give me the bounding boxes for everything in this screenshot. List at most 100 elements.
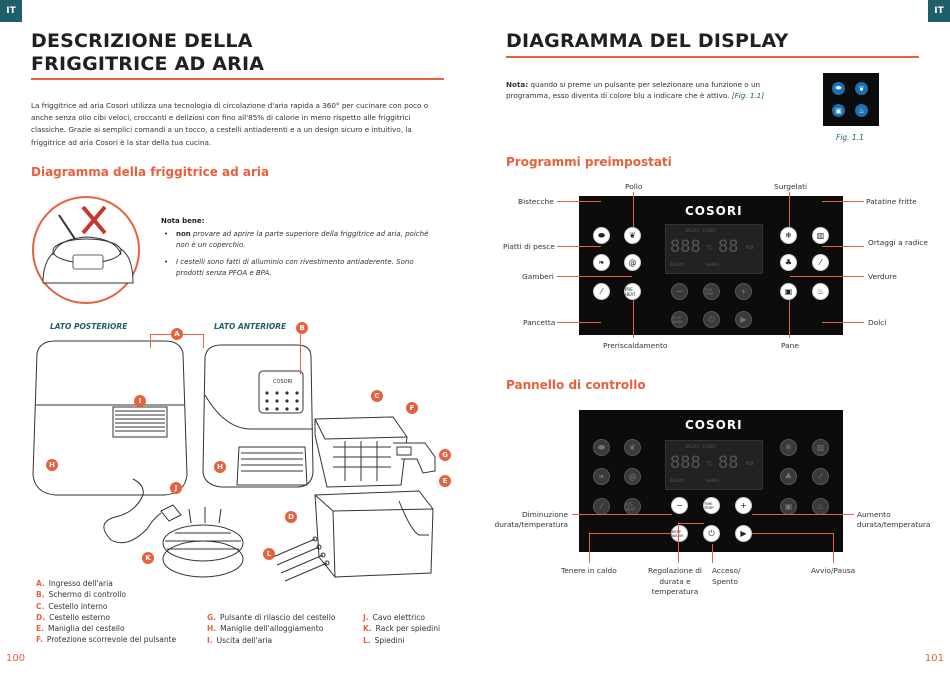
keep-warm-button-dim: KEEP WARM [671, 311, 688, 328]
leader-b [300, 334, 301, 374]
lcd-digits-right: 88 [718, 237, 739, 257]
lcd-delay-start: DELAY START [686, 229, 716, 234]
time-temp-button[interactable]: TIME TEMP [703, 497, 720, 514]
play-pause-button[interactable]: ▶ [735, 525, 752, 542]
legend-item: G.Pulsante di rilascio del cestello [207, 613, 336, 622]
leader-avvio-v [833, 533, 834, 563]
lcd-delay-start: DELAY START [686, 445, 716, 450]
legend-item: I.Uscita dell'aria [207, 635, 273, 645]
bread-button[interactable]: ▣ [780, 283, 797, 300]
label-dolci: Dolci [868, 318, 887, 327]
fries-button-dim: ▥ [812, 439, 829, 456]
vegetables-button-dim: ♣ [780, 468, 797, 485]
minus-button[interactable]: − [671, 497, 688, 514]
legend-column-2: G.Pulsante di rilascio del cestello H.Ma… [207, 612, 335, 646]
label-back-side: LATO POSTERIORE [50, 322, 128, 331]
leader-diminuzione [572, 514, 672, 515]
left-page-title: DESCRIZIONE DELLA FRIGGITRICE AD ARIA [31, 30, 264, 76]
callout-f: F [406, 402, 418, 414]
label-regolazione: Regolazione di durata e temperatura [648, 566, 702, 596]
minus-button-dim: − [671, 283, 688, 300]
title-rule-left [31, 78, 444, 80]
leader-dolci [822, 322, 864, 323]
lcd-unit-celsius: °C [706, 245, 713, 251]
label-surgelati: Surgelati [774, 182, 808, 191]
leader-tenere-v [589, 533, 590, 563]
note-item-2-text: I cestelli sono fatti di alluminio con r… [176, 258, 414, 277]
label-pesce: Piatti di pesce [503, 242, 555, 251]
bacon-button[interactable]: ⁄ [593, 283, 610, 300]
dessert-button-dim: ♨ [812, 498, 829, 515]
callout-a: A [171, 328, 183, 340]
leader-verdure [790, 276, 864, 277]
legend-item: L.Spiedini [363, 635, 405, 645]
control-panel-brand: COSORI [685, 418, 743, 432]
dessert-button[interactable]: ♨ [812, 283, 829, 300]
lcd-shake: SHAKE [706, 479, 720, 484]
steak-button-dim: ⬬ [593, 439, 610, 456]
label-pollo: Pollo [625, 182, 643, 191]
steak-button[interactable]: ⬬ [593, 227, 610, 244]
title-line-2: FRIGGITRICE AD ARIA [31, 53, 265, 75]
plus-button[interactable]: + [735, 497, 752, 514]
note-item-2: • I cestelli sono fatti di alluminio con… [164, 257, 439, 279]
note-item-1-text: provare ad aprire la parte superiore del… [176, 230, 429, 249]
label-bistecche: Bistecche [518, 197, 554, 206]
label-pancetta: Pancetta [523, 318, 556, 327]
bacon-button-dim: ⁄ [593, 498, 610, 515]
leader-preriscaldamento [633, 300, 634, 338]
preheat-button[interactable]: PRE HEAT [624, 283, 641, 300]
preheat-button-dim: PRE HEAT [624, 498, 641, 515]
root-vegetables-button-dim: ⁄ [812, 468, 829, 485]
right-page-title: DIAGRAMMA DEL DISPLAY [506, 30, 789, 52]
label-aumento: Aumento durata/temperatura [857, 510, 931, 529]
lcd-digits-right: 88 [718, 453, 739, 473]
bread-button-dim: ▣ [780, 498, 797, 515]
power-button[interactable]: ⏻ [703, 525, 720, 542]
fish-button-dim: ❧ [593, 468, 610, 485]
lcd-unit-min: MIN [746, 245, 754, 250]
legend-item: E.Maniglia del cestello [36, 624, 125, 634]
leader-regolazione-v [678, 523, 679, 563]
legend-column-3: J.Cavo elettrico K.Rack per spiedini L.S… [363, 612, 440, 646]
leader-patatine [822, 201, 864, 202]
chicken-button-dim: ❦ [624, 439, 641, 456]
lcd-digits-left: 888 [670, 237, 701, 257]
legend-item: H.Maniglie dell'alloggiamento [207, 624, 324, 634]
label-ortaggi: Ortaggi a radice [868, 238, 928, 247]
legend-item: D.Cestello esterno [36, 612, 110, 622]
plus-button-dim: + [735, 283, 752, 300]
fish-button[interactable]: ❧ [593, 254, 610, 271]
mini-steak-icon: ⬬ [832, 82, 845, 95]
legend-item: C.Cestello interno [36, 601, 108, 611]
mini-cake-icon: ♨ [855, 104, 868, 117]
label-verdure: Verdure [868, 272, 897, 281]
legend-item: A.Ingresso dell'aria [36, 579, 113, 588]
legend-column-1: A.Ingresso dell'aria B.Schermo di contro… [36, 578, 176, 646]
lcd-ready: READY [670, 479, 684, 484]
note-title: Nota bene: [161, 217, 205, 225]
lcd-unit-celsius: °C [706, 461, 713, 467]
frozen-button[interactable]: ❄ [780, 227, 797, 244]
callout-c: C [371, 390, 383, 402]
leader-ortaggi [822, 246, 864, 247]
label-gamberi: Gamberi [522, 272, 554, 281]
page-number-left: 100 [6, 653, 26, 664]
root-vegetables-button[interactable]: ⁄ [812, 254, 829, 271]
callout-b: B [296, 322, 308, 334]
language-tab-left: IT [0, 0, 22, 22]
leader-tenere-h [589, 533, 672, 534]
fries-button[interactable]: ▥ [812, 227, 829, 244]
vegetables-button[interactable]: ♣ [780, 254, 797, 271]
lcd-unit-min: MIN [746, 461, 754, 466]
leader-surgelati [789, 192, 790, 227]
leader-regolazione-h [678, 523, 704, 524]
title-line-1: DESCRIZIONE DELLA [31, 30, 253, 52]
leader-a-right [203, 334, 204, 348]
legend-item: J.Cavo elettrico [363, 613, 425, 622]
leader-pesce [557, 246, 601, 247]
shrimp-button[interactable]: @ [624, 254, 641, 271]
chicken-button[interactable]: ❦ [624, 227, 641, 244]
callout-j: J [170, 482, 182, 494]
keep-warm-button[interactable]: KEEP WARM [671, 525, 688, 542]
